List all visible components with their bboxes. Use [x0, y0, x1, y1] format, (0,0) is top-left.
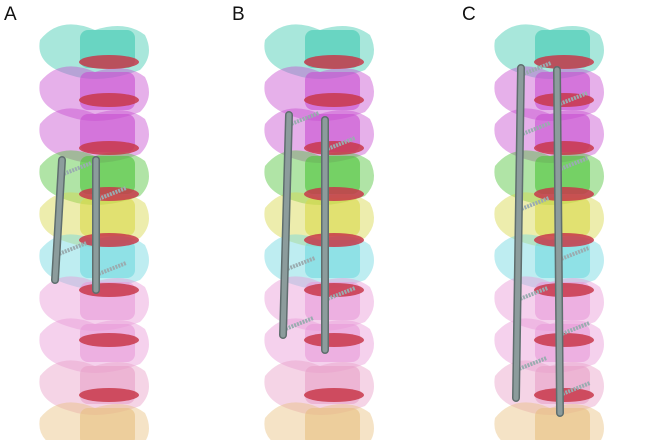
disc	[534, 187, 594, 201]
disc	[304, 333, 364, 347]
rod	[280, 112, 292, 338]
spine-panel-b	[264, 24, 374, 440]
pedicle-screw	[324, 286, 356, 302]
spine-panel-a	[39, 24, 149, 440]
disc	[304, 187, 364, 201]
disc	[534, 283, 594, 297]
disc	[79, 187, 139, 201]
pedicle-screw	[55, 241, 88, 257]
pedicle-screw	[559, 381, 591, 397]
disc	[534, 333, 594, 347]
panel-label-b: B	[232, 4, 245, 25]
rod	[554, 67, 563, 416]
pedicle-screw	[515, 356, 548, 372]
disc	[304, 233, 364, 247]
disc	[304, 55, 364, 69]
pedicle-screw	[95, 261, 127, 277]
disc	[534, 233, 594, 247]
pedicle-screw	[287, 111, 320, 127]
disc	[79, 233, 139, 247]
disc	[79, 55, 139, 69]
pedicle-screw	[519, 121, 551, 137]
vertebral-body	[80, 198, 135, 236]
pedicle-screw	[556, 91, 589, 107]
disc	[304, 283, 364, 297]
vertebral-body	[80, 408, 135, 440]
rod	[52, 157, 65, 283]
disc	[79, 283, 139, 297]
vertebral-body	[535, 156, 590, 194]
disc	[534, 93, 594, 107]
vertebral-body	[305, 240, 360, 278]
disc	[304, 93, 364, 107]
disc	[79, 333, 139, 347]
vertebral-body	[305, 156, 360, 194]
disc	[79, 141, 139, 155]
pedicle-screw	[520, 61, 552, 77]
pedicle-screw	[282, 316, 314, 332]
panel-label-c: C	[462, 4, 476, 25]
pedicle-screw	[60, 161, 92, 177]
panel-label-a: A	[4, 4, 17, 25]
vertebral-body	[535, 408, 590, 440]
pedicle-screw	[518, 196, 550, 212]
disc	[304, 388, 364, 402]
disc	[534, 141, 594, 155]
vertebral-body	[535, 198, 590, 236]
rod	[513, 65, 524, 401]
pedicle-screw	[284, 256, 316, 272]
disc	[79, 388, 139, 402]
pedicle-screw	[95, 186, 127, 202]
disc	[534, 55, 594, 69]
vertebral-body	[305, 408, 360, 440]
pedicle-screw	[324, 136, 356, 152]
vertebral-body	[305, 198, 360, 236]
pedicle-screw	[558, 321, 591, 337]
pedicle-screw	[557, 246, 590, 262]
pedicle-screw	[516, 286, 549, 302]
disc	[79, 93, 139, 107]
pedicle-screw	[557, 156, 589, 172]
spine-panel-c	[494, 24, 604, 440]
